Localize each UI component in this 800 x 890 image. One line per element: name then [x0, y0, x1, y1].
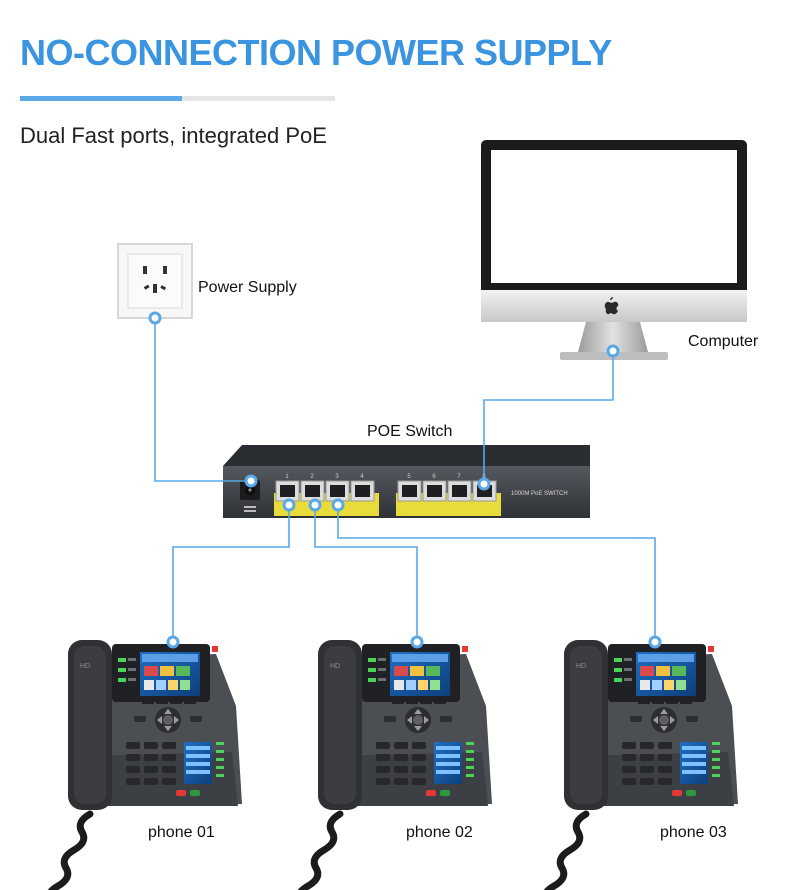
- computer-connector-dot: [606, 344, 620, 358]
- poe-switch: 1 2 3 4 5 6 7 8 1000M PoE SWITCH: [223, 445, 590, 518]
- phone-3-device: [538, 640, 738, 890]
- dc-jack-connector-dot: [244, 474, 258, 488]
- phone-3-label: phone 03: [660, 824, 727, 841]
- computer-label: Computer: [688, 333, 759, 350]
- port-number-3: 3: [335, 474, 339, 480]
- phone-1-connector-dot: [166, 635, 180, 649]
- phone-2-connector-dot: [410, 635, 424, 649]
- phone-2-cable-line: [314, 505, 418, 642]
- port-number-1: 1: [285, 474, 289, 480]
- phone-1-cable-line: [172, 505, 290, 642]
- phone-3-connector-dot: [648, 635, 662, 649]
- phone-2-label: phone 02: [406, 824, 473, 841]
- switch-port-2-connector-dot: [308, 498, 322, 512]
- wall-socket: [117, 243, 193, 319]
- port-number-5: 5: [407, 474, 411, 480]
- computer-monitor: [481, 140, 747, 360]
- phone-2-device: [292, 640, 492, 890]
- switch-port-3-connector-dot: [331, 498, 345, 512]
- socket-connector-dot: [148, 311, 162, 325]
- page-title: NO-CONNECTION POWER SUPPLY: [20, 32, 612, 73]
- phone-1-device: [42, 640, 242, 890]
- power-cable-line: [154, 318, 251, 482]
- switch-port-1-connector-dot: [282, 498, 296, 512]
- port-number-6: 6: [432, 474, 436, 480]
- port-number-2: 2: [310, 474, 314, 480]
- port-number-4: 4: [360, 474, 364, 480]
- phone-3-cable-line: [337, 505, 656, 642]
- computer-cable-line: [483, 351, 614, 484]
- page-subtitle: Dual Fast ports, integrated PoE: [20, 123, 327, 148]
- switch-port-8-connector-dot: [477, 477, 491, 491]
- port-number-7: 7: [457, 474, 461, 480]
- phone-1-label: phone 01: [148, 824, 215, 841]
- title-underline-accent: [20, 96, 182, 101]
- power-supply-label: Power Supply: [198, 279, 297, 296]
- poe-switch-label: POE Switch: [367, 423, 453, 440]
- switch-model-label: 1000M PoE SWITCH: [511, 491, 568, 497]
